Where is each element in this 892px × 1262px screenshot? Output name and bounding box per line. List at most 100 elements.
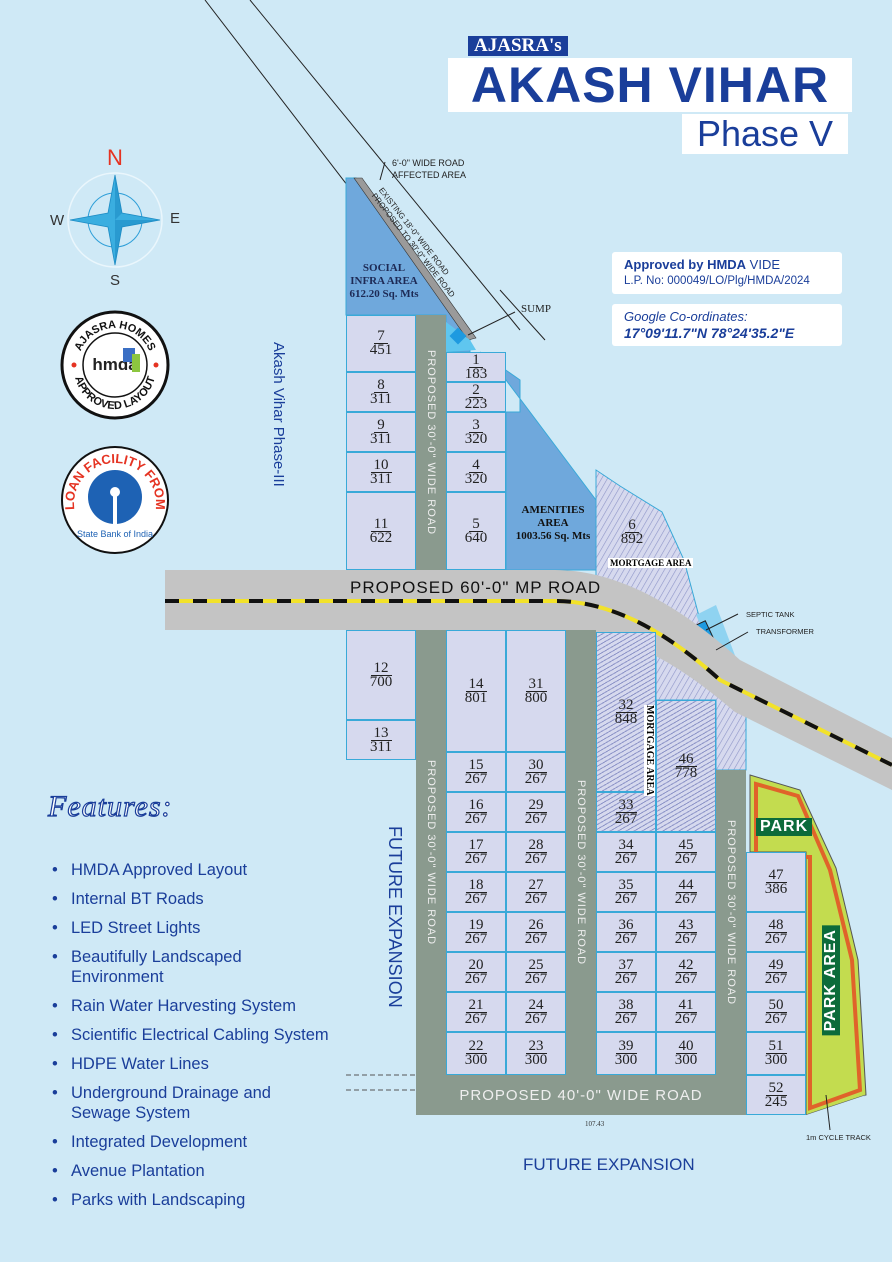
affected-area-label: 6'-0" WIDE ROAD AFFECTED AREA <box>392 158 467 180</box>
plot-number: 21 <box>465 997 487 1013</box>
plot-area: 311 <box>370 738 392 755</box>
phase3-label: Akash Vihar Phase-III <box>270 342 287 487</box>
road-label: PROPOSED 30'-0" WIDE ROAD <box>725 820 737 1006</box>
plot-area: 267 <box>614 930 638 947</box>
sbi-loan-seal: LOAN FACILITY FROM State Bank of India <box>61 446 169 554</box>
road-30ft-north: PROPOSED 30'-0" WIDE ROAD <box>416 315 446 570</box>
plot-area: 267 <box>464 930 488 947</box>
feature-item: Rain Water Harvesting System <box>50 996 329 1016</box>
plot-number: 6 <box>625 517 639 533</box>
plot-number: 23 <box>525 1039 547 1054</box>
compass-east: E <box>170 210 181 227</box>
plot-number: 12 <box>370 660 392 676</box>
plot-number: 35 <box>615 877 637 893</box>
mortgage-label-vertical: MORTGAGE AREA <box>644 705 655 796</box>
plot-area: 267 <box>464 890 488 907</box>
project-phase: Phase V <box>682 114 848 154</box>
plot-number: 24 <box>525 997 547 1013</box>
social-infra-name: SOCIAL INFRA AREA <box>350 262 418 287</box>
plot-area: 267 <box>464 1010 488 1027</box>
future-expansion-south: FUTURE EXPANSION <box>523 1155 695 1174</box>
plot-number: 45 <box>675 837 697 853</box>
plot-number: 17 <box>465 837 487 853</box>
bottom-edge <box>746 1095 866 1130</box>
plot-area: 267 <box>464 770 488 787</box>
plot-number: 16 <box>465 797 487 813</box>
future-expansion-west: FUTURE EXPANSION <box>385 826 405 1008</box>
plot-area: 267 <box>524 810 548 827</box>
road-label: PROPOSED 30'-0" WIDE ROAD <box>575 779 587 965</box>
plot-area: 267 <box>674 850 698 867</box>
affected-arrow <box>379 161 386 181</box>
plot-number: 1 <box>469 352 483 368</box>
plot-number: 15 <box>465 757 487 773</box>
plot-area: 267 <box>764 930 788 947</box>
transformer-label: TRANSFORMER <box>756 627 814 636</box>
plot-area: 300 <box>764 1052 788 1068</box>
plot-number: 46 <box>675 751 697 767</box>
plot-number: 32 <box>615 697 637 713</box>
amenities-size: 1003.56 Sq. Mts <box>515 530 591 542</box>
plot-number: 9 <box>374 417 388 433</box>
plot-area: 300 <box>464 1052 488 1068</box>
park-label: PARK <box>756 818 813 836</box>
plot-area: 300 <box>614 1052 638 1068</box>
plot-number: 5 <box>469 516 483 532</box>
feature-item: Integrated Development <box>50 1132 329 1152</box>
road-30ft-east: PROPOSED 30'-0" WIDE ROAD <box>716 770 746 1075</box>
